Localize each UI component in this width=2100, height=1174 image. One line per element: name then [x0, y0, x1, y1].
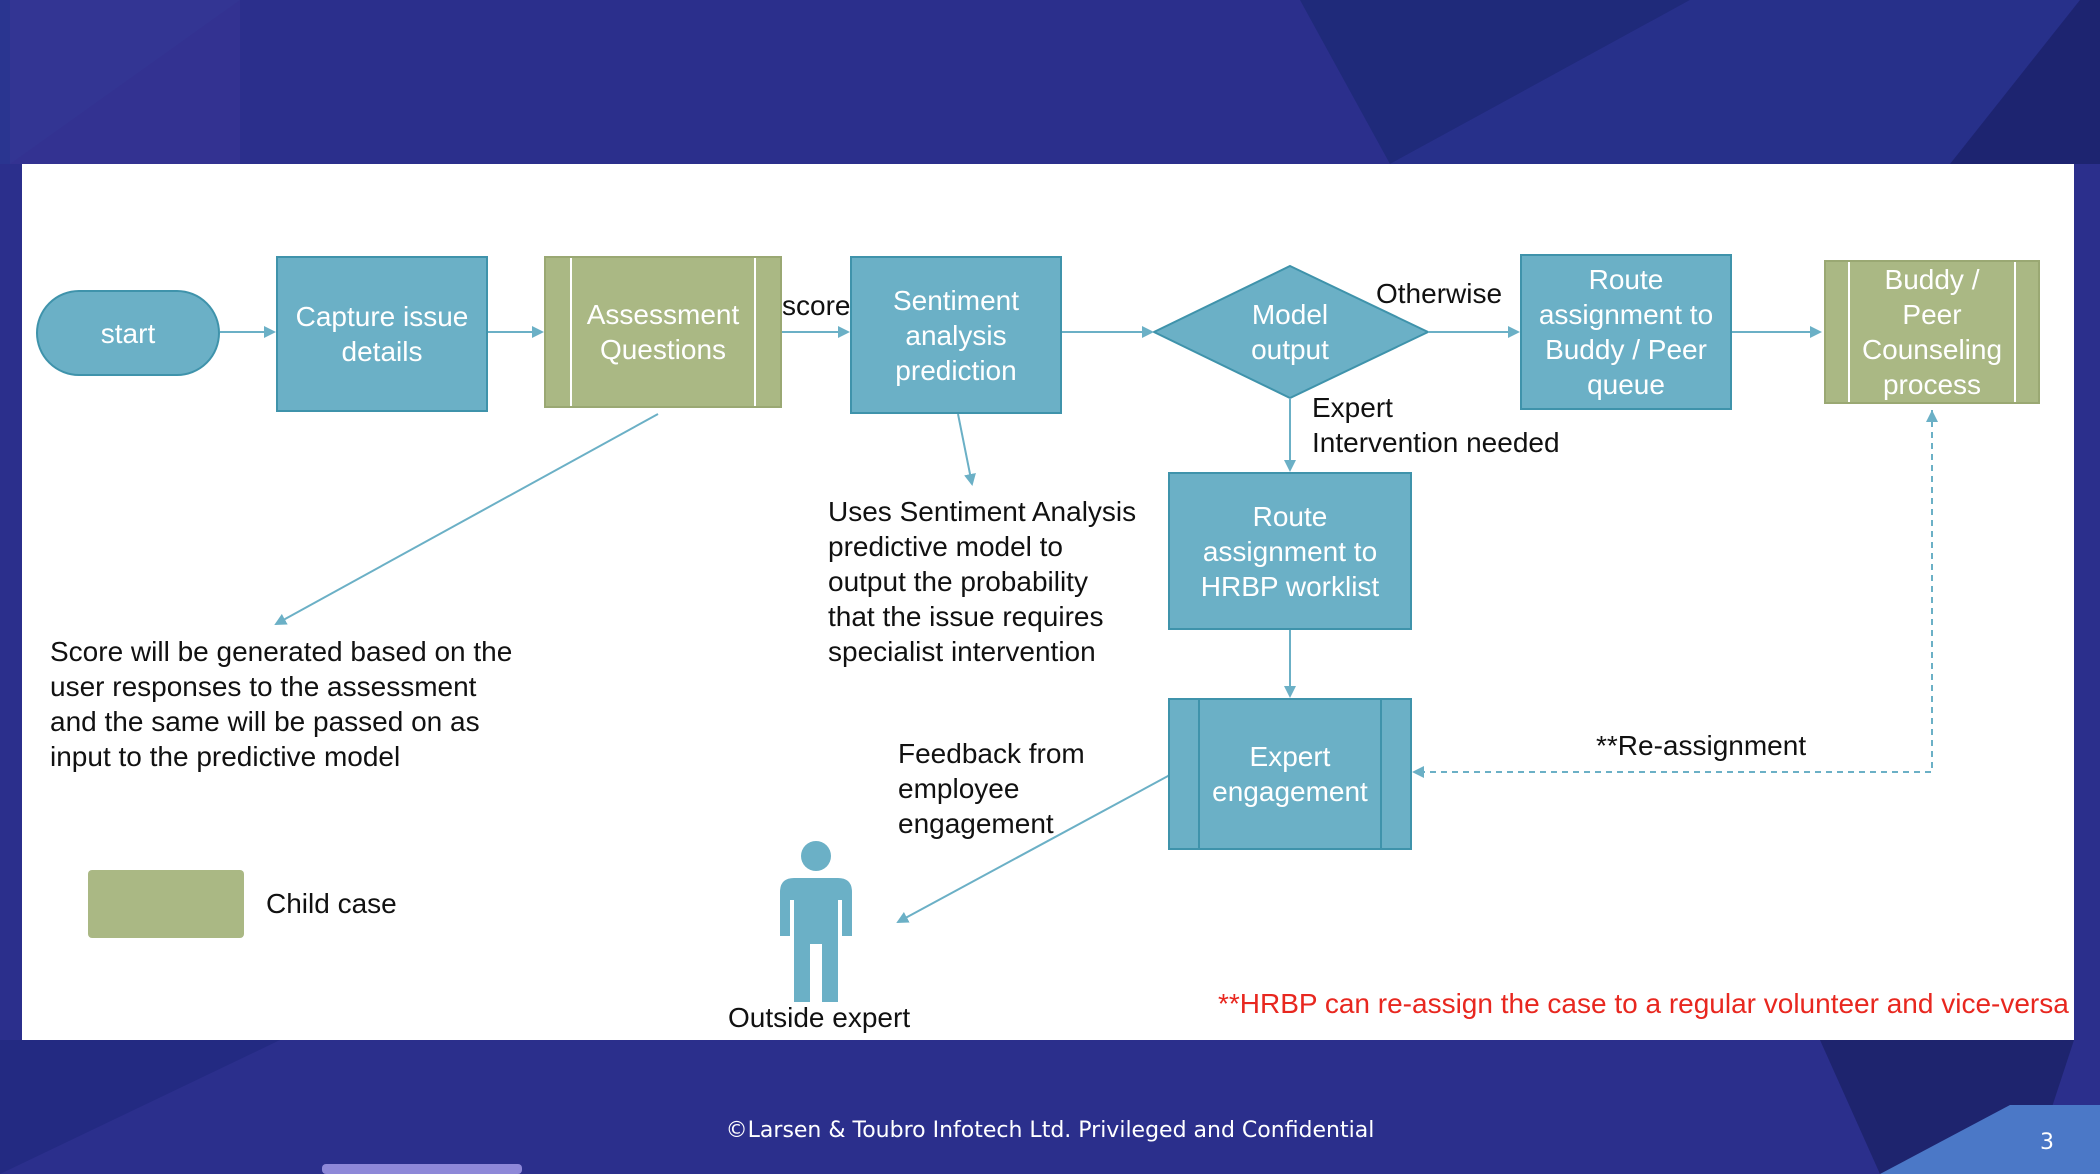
reassignment-label: **Re-assignment: [1596, 730, 1807, 761]
capture-issue-node: Capture issue details: [276, 256, 488, 412]
route-buddy-label: Route assignment to Buddy / Peer queue: [1538, 264, 1714, 400]
legend-child-case-label: Child case: [266, 888, 397, 919]
score-note-line: input to the predictive model: [50, 741, 401, 772]
sentiment-note: Uses Sentiment Analysis predictive model…: [828, 494, 1136, 669]
feedback-note-line: employee: [898, 773, 1020, 804]
model-output-node: Model output: [1202, 290, 1378, 374]
sentiment-note-line: output the probability: [828, 566, 1088, 597]
route-buddy-node: Route assignment to Buddy / Peer queue: [1520, 254, 1732, 410]
score-note-line: Score will be generated based on the: [50, 636, 513, 667]
page-number: 3: [2040, 1130, 2054, 1155]
arrow-expert-outside: [896, 765, 1180, 923]
start-node-label: start: [100, 317, 156, 349]
sentiment-analysis-label: Sentiment analysis prediction: [892, 284, 1020, 386]
arrow-reassignment: [1412, 410, 1933, 778]
buddy-counseling-node: Buddy / Peer Counseling process: [1824, 260, 2040, 404]
footer-copyright: ©Larsen & Toubro Infotech Ltd. Privilege…: [725, 1118, 1375, 1143]
sentiment-analysis-node: Sentiment analysis prediction: [850, 256, 1062, 414]
route-hrbp-label: Route assignment to HRBP worklist: [1200, 500, 1380, 602]
capture-issue-label: Capture issue details: [295, 301, 469, 367]
expert-needed-label-2: Intervention needed: [1312, 427, 1560, 458]
model-output-label: Model output: [1251, 299, 1329, 365]
score-note-line: and the same will be passed on as: [50, 706, 480, 737]
reassignment-arrowhead-up: [1926, 410, 1938, 422]
sentiment-note-line: predictive model to: [828, 531, 1064, 562]
legend-child-case-swatch: [88, 870, 244, 938]
person-icon: [780, 841, 852, 1002]
assessment-questions-node: Assessment Questions: [544, 256, 782, 408]
feedback-note-line: Feedback from: [898, 738, 1085, 769]
sentiment-note-line: that the issue requires: [828, 601, 1104, 632]
score-label: score: [782, 290, 851, 321]
assessment-questions-label: Assessment Questions: [586, 299, 740, 365]
arrow-assessment-note: [274, 413, 659, 625]
expert-needed-label-1: Expert: [1312, 392, 1393, 423]
diagram-panel: start Capture issue details Assessment Q…: [22, 164, 2074, 1040]
otherwise-label: Otherwise: [1376, 278, 1503, 309]
hrbp-reassign-note: **HRBP can re-assign the case to a regul…: [1218, 988, 2069, 1019]
outside-expert-label: Outside expert: [728, 1002, 911, 1033]
buddy-counseling-label: Buddy / Peer Counseling process: [1861, 264, 2003, 400]
expert-engagement-label: Expert engagement: [1212, 741, 1368, 807]
feedback-note: Feedback from employee engagement: [898, 736, 1085, 841]
arrow-sentiment-note: [957, 413, 976, 486]
route-hrbp-node: Route assignment to HRBP worklist: [1168, 472, 1412, 630]
score-note: Score will be generated based on the use…: [50, 634, 512, 774]
diagram-connectors: [220, 264, 1938, 1002]
sentiment-note-line: Uses Sentiment Analysis: [828, 496, 1137, 527]
feedback-note-line: engagement: [898, 808, 1054, 839]
score-note-line: user responses to the assessment: [50, 671, 477, 702]
expert-engagement-node: Expert engagement: [1168, 698, 1412, 850]
start-node: start: [36, 290, 220, 376]
sentiment-note-line: specialist intervention: [828, 636, 1096, 667]
